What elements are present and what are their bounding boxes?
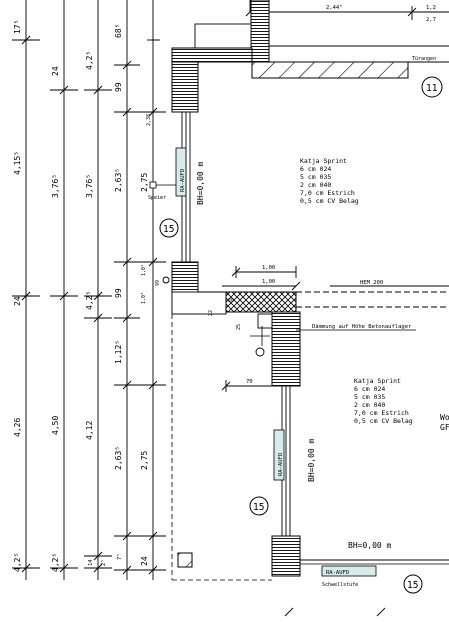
dim-top-right-1: 2,44⁵ (326, 4, 343, 11)
svg-text:7,0 cm Estrich: 7,0 cm Estrich (354, 409, 409, 417)
label-gf: GF (440, 423, 449, 432)
dim-small-99: 99 (155, 280, 161, 286)
svg-text:5 cm 035: 5 cm 035 (300, 173, 331, 181)
dim-col1-2: 24 (13, 296, 22, 306)
dim-top-right-2: 1,2 (426, 5, 436, 11)
svg-text:0,5 cm CV Belag: 0,5 cm CV Belag (354, 417, 413, 425)
room-tag-15a-text: 15 (163, 224, 174, 235)
ra-aufd-3-text: RA-AUFD (326, 570, 349, 576)
room-tag-15c-text: 15 (407, 580, 418, 591)
svg-text:6 cm 024: 6 cm 024 (300, 165, 331, 173)
dim-col3-3: 4,12 (85, 421, 94, 440)
walls-middle (171, 261, 449, 580)
svg-text:0,5 cm CV Belag: 0,5 cm CV Belag (300, 197, 359, 205)
ra-aufd-1-text: RA-AUFD (180, 169, 186, 192)
bh-label-3: BH=0,00 m (348, 541, 392, 550)
dim-col1-3: 4,26 (13, 418, 22, 437)
floor-spec-2: Katja Sprint 6 cm 024 5 cm 035 2 cm 040 … (354, 377, 413, 425)
drain-symbol (162, 276, 170, 284)
ticks-col3 (84, 85, 112, 573)
ra-aufd-2-box (273, 429, 285, 481)
dim-100-bottom: 1,00 (262, 279, 275, 285)
dim-col4-2: 2,63⁵ (114, 168, 123, 192)
dim-col5-0: 2,75 (140, 173, 149, 192)
svg-text:Katja Sprint: Katja Sprint (354, 377, 401, 385)
dim-100-top: 1,00 (262, 265, 275, 271)
dimension-chains (12, 0, 166, 580)
label-hem: HEM 200 (360, 280, 383, 286)
bottom-ticks (284, 607, 386, 617)
svg-text:Katja Sprint: Katja Sprint (300, 157, 347, 165)
room-tag-15a (159, 218, 179, 238)
dim-col4-1: 99 (114, 82, 123, 92)
room-tag-11-text: 11 (426, 83, 438, 94)
dim-col3-5: 2⁵ (100, 559, 107, 566)
room-tag-15b (249, 496, 269, 516)
dim-col3-4: 14 (88, 559, 94, 566)
dim-small-20: 20 (228, 298, 234, 304)
label-schwellstufe: Schwellstufe (322, 582, 358, 588)
dim-col4-4: 1,12⁵ (114, 340, 123, 364)
svg-text:6 cm 024: 6 cm 024 (354, 385, 385, 393)
floor-spec-1: Katja Sprint 6 cm 024 5 cm 035 2 cm 040 … (300, 157, 359, 205)
ticks-col4 (114, 60, 140, 575)
dim-col3-1: 3,76⁵ (85, 174, 94, 198)
bh-label-2: BH=0,00 m (307, 438, 316, 482)
dim-small-238: 2,38 (146, 114, 152, 126)
dim-small-25: 25 (236, 324, 242, 330)
dim-100 (222, 266, 301, 291)
dim-small-22: 22 (208, 310, 214, 316)
room-tag-11 (421, 76, 443, 98)
ticks-col1 (12, 35, 40, 573)
dim-col2-0: 24 (51, 66, 60, 76)
ra-aufd-3-box (321, 565, 377, 577)
speier-symbol (149, 181, 157, 189)
top-dimension (245, 0, 449, 20)
svg-text:5 cm 035: 5 cm 035 (354, 393, 385, 401)
svg-text:2 cm 040: 2 cm 040 (300, 181, 331, 189)
walls-top (171, 0, 449, 113)
label-wo: Wo (440, 413, 449, 422)
ra-aufd-1-box (175, 147, 187, 197)
dim-70 (221, 380, 272, 392)
dim-col3-0: 4,2⁵ (85, 51, 94, 70)
svg-text:2 cm 040: 2 cm 040 (354, 401, 385, 409)
ticks-col2 (50, 85, 78, 573)
walls-bottom (172, 535, 449, 581)
bh-label-1: BH=0,00 m (196, 161, 205, 205)
dim-col2-2: 4,50 (51, 416, 60, 435)
room-tag-15c (403, 574, 423, 594)
dimension-texts: 17⁵ 4,15⁵ 24 4,26 4,2⁵ 24 3,76⁵ 4,50 4,2… (13, 20, 161, 572)
pipe-symbol (255, 347, 265, 357)
label-speier: Speier (148, 195, 166, 201)
label-daemmung: Dämmung auf Höhe Betonauflager (312, 324, 412, 330)
svg-text:7,0 cm Estrich: 7,0 cm Estrich (300, 189, 355, 197)
dim-70-text: 70 (246, 379, 253, 385)
ticks-col5 (140, 107, 166, 575)
room-tag-15b-text: 15 (253, 502, 264, 513)
dim-col2-3: 4,2⁵ (51, 553, 60, 572)
dim-col5-1: 2,75 (140, 451, 149, 470)
dim-col1-1: 4,15⁵ (13, 151, 22, 175)
dim-col4-0: 68⁵ (114, 24, 123, 38)
dim-col1-0: 17⁵ (13, 20, 22, 34)
dim-col3-2: 4,2⁵ (85, 291, 94, 310)
dim-col4-3: 99 (114, 288, 123, 298)
dim-col2-1: 3,76⁵ (51, 174, 60, 198)
ra-aufd-2-text: RA-AUFD (278, 453, 284, 476)
dim-top-right-3: 2,7 (426, 17, 436, 23)
dim-col4-6: 7⁵ (116, 553, 123, 560)
dim-small-side-1: 1,0⁵ (141, 292, 147, 304)
dim-col1-4: 4,2⁵ (13, 553, 22, 572)
dim-col5-2: 24 (140, 556, 149, 566)
dim-col4-5: 2,63⁵ (114, 446, 123, 470)
label-tuerangen: Türangen (412, 56, 436, 62)
dim-small-side-0: 1,0⁵ (141, 264, 147, 276)
